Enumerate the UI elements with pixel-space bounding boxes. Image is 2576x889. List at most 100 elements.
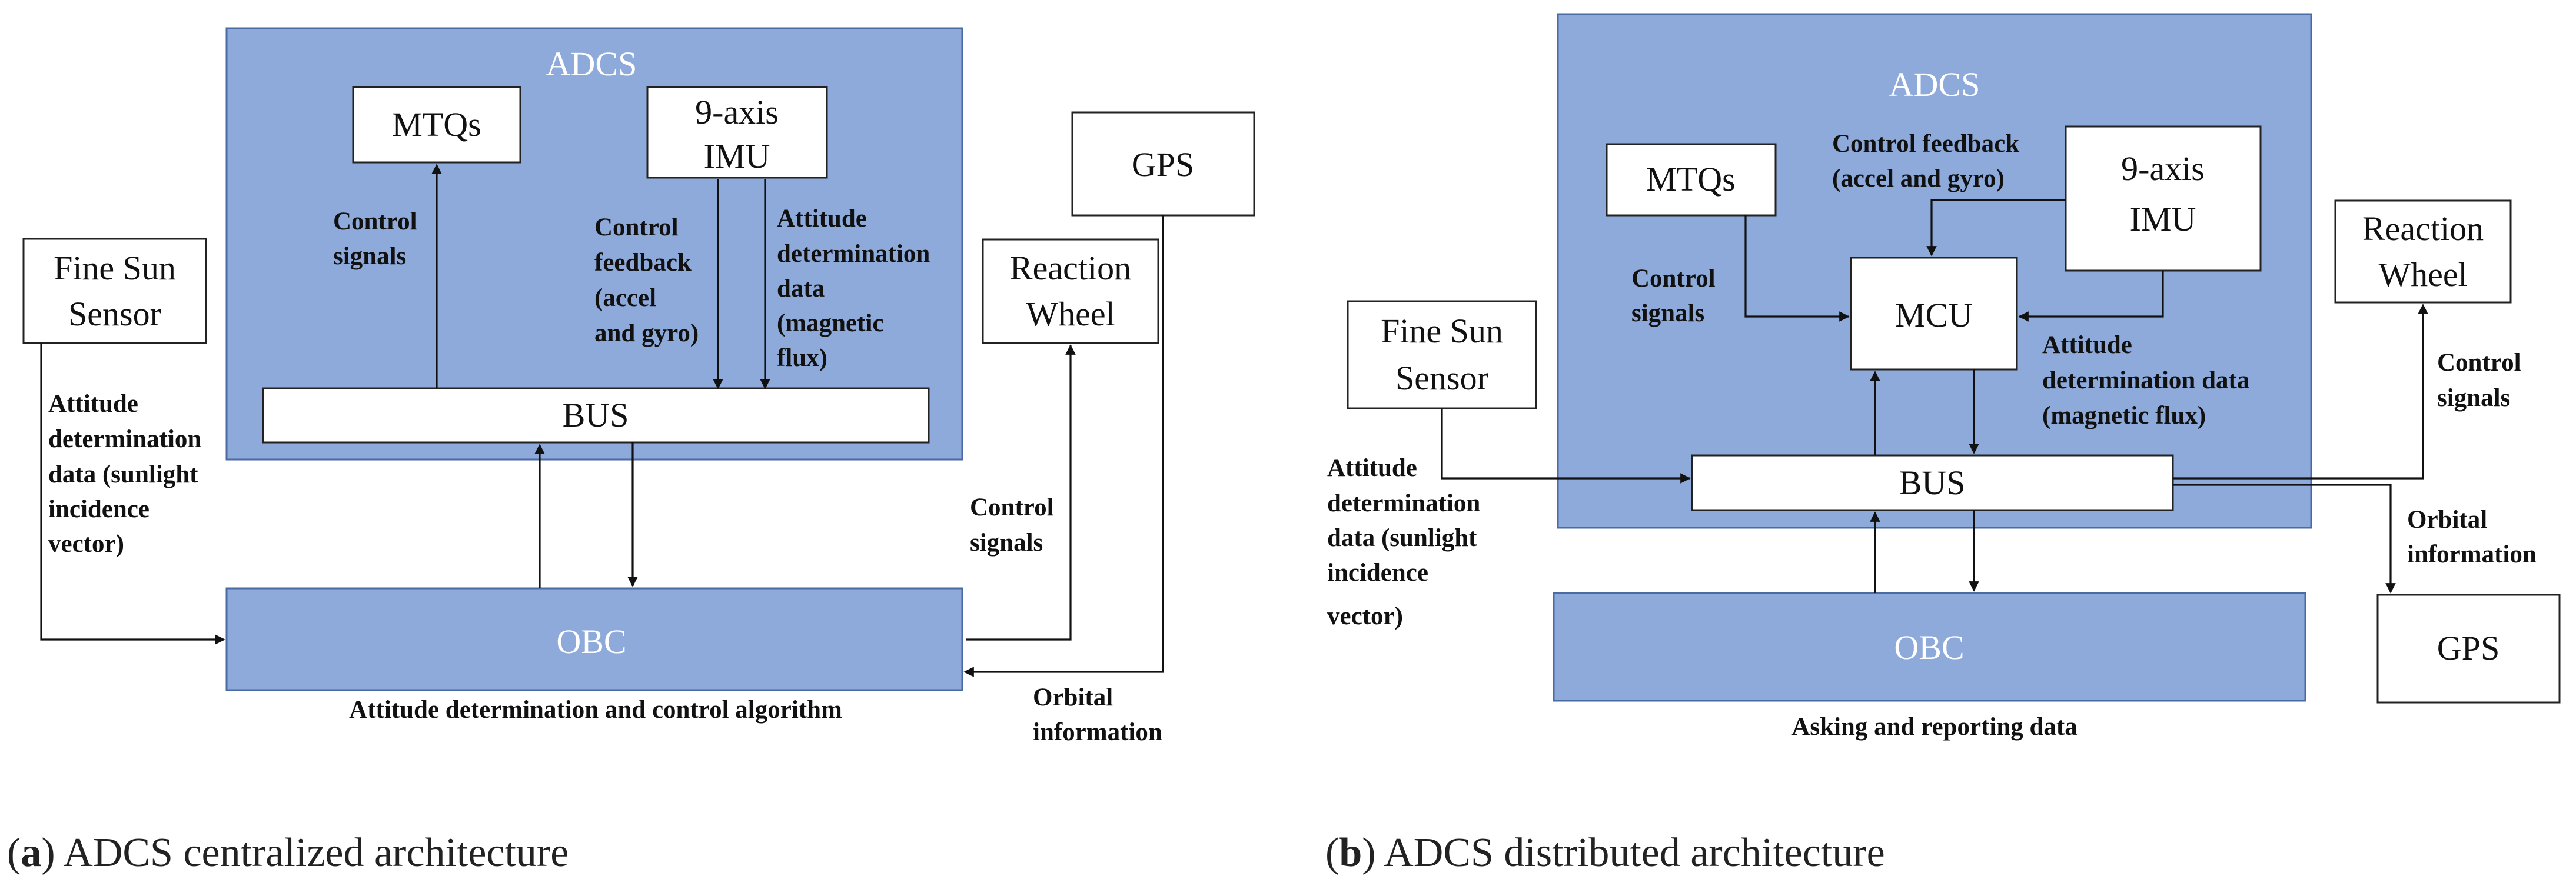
panel-b-sun-sensor-to-bus-arrow — [1441, 408, 1691, 484]
panel-b-mtqs-block — [1606, 143, 1777, 217]
svg-text:vector): vector) — [1327, 602, 1403, 630]
panel-b-bottom-label: Asking and reporting data — [1791, 713, 2077, 741]
svg-text:Attitude: Attitude — [2042, 331, 2132, 359]
panel-a-fine-sun-label-line-2: Sensor — [68, 295, 161, 333]
svg-text:vector): vector) — [48, 530, 124, 558]
svg-text:signals: signals — [333, 242, 406, 270]
panel-b-fine-sun-sensor-block — [1347, 300, 1537, 409]
svg-text:information: information — [2407, 541, 2537, 568]
panel-a-control-signals-mtq-note: Control signals — [333, 208, 417, 270]
panel-b-bus-to-gps-arrow — [2173, 484, 2396, 594]
panel-b-attitude-sun-note: Attitude determination data (sunlight in… — [1327, 454, 1480, 630]
panel-a-bus-block — [262, 387, 930, 444]
panel-b-bus-block — [1691, 454, 2174, 511]
svg-text:signals: signals — [2437, 384, 2510, 412]
panel-b-control-feedback-note: Control feedback (accel and gyro) — [1832, 130, 2019, 192]
panel-a-bottom-label: Attitude determination and control algor… — [349, 696, 842, 724]
svg-text:Attitude: Attitude — [1327, 454, 1417, 482]
svg-text:Orbital: Orbital — [1033, 684, 1113, 711]
panel-a-gps-to-obc-arrow — [963, 215, 1164, 677]
panel-b-bus-to-reaction-wheel-arrow — [2173, 304, 2428, 480]
svg-text:data (sunlight: data (sunlight — [48, 461, 198, 488]
panel-b-imu-magnetic-arrow — [2018, 271, 2164, 322]
panel-a-fine-sun-label-line-1: Fine Sun — [54, 249, 176, 287]
svg-text:data (sunlight: data (sunlight — [1327, 524, 1477, 552]
panel-b-imu-label-line-1: 9-axis — [2121, 149, 2205, 188]
svg-text:Control feedback: Control feedback — [1832, 130, 2019, 158]
panel-b-orbital-information-note: Orbital information — [2407, 506, 2537, 568]
svg-text:(accel and gyro): (accel and gyro) — [1832, 165, 2005, 192]
panel-b-attitude-imu-note: Attitude determination data (magnetic fl… — [2042, 331, 2249, 429]
panel-a-sun-sensor-to-obc-arrow — [40, 343, 225, 645]
panel-a-mtqs-block — [352, 86, 521, 164]
svg-text:Orbital: Orbital — [2407, 506, 2487, 534]
svg-text:(magnetic: (magnetic — [777, 309, 884, 337]
panel-a-control-feedback-note: Control feedback (accel and gyro) — [594, 214, 699, 347]
svg-text:flux): flux) — [777, 344, 827, 372]
panel-b-adcs-label: ADCS — [1889, 65, 1980, 104]
panel-a-attitude-sun-note: Attitude determination data (sunlight in… — [48, 390, 201, 558]
panel-b-control-signals-reaction-note: Control signals — [2437, 349, 2521, 412]
panel-b-mtqs-to-mcu-arrow — [1744, 215, 1850, 322]
panel-a-imu-label-line-1: 9-axis — [695, 93, 779, 131]
panel-a-obc-block — [225, 587, 963, 691]
panel-a-gps-label: GPS — [1132, 145, 1194, 184]
svg-text:(magnetic flux): (magnetic flux) — [2042, 402, 2206, 429]
svg-text:feedback: feedback — [594, 249, 692, 277]
panel-a-adcs-label: ADCS — [546, 45, 637, 83]
panel-a: ADCS MTQs 9-axis IMU BUS OBC Fine Sun Se… — [7, 27, 1255, 875]
svg-text:determination: determination — [48, 425, 201, 453]
panel-b-mcu-label: MCU — [1895, 296, 1973, 334]
panel-a-mtqs-label: MTQs — [392, 105, 481, 144]
panel-a-reaction-wheel-label-line-2: Wheel — [1026, 295, 1115, 333]
svg-text:Control: Control — [594, 214, 679, 241]
panel-a-imu-label-line-2: IMU — [704, 137, 770, 175]
svg-text:signals: signals — [970, 529, 1043, 557]
panel-a-obc-label: OBC — [556, 622, 626, 661]
svg-text:Attitude: Attitude — [777, 205, 867, 232]
panel-a-attitude-imu-note: Attitude determination data (magnetic fl… — [777, 205, 930, 372]
panel-b-gps-label: GPS — [2437, 629, 2499, 667]
svg-text:data: data — [777, 275, 825, 302]
svg-text:Control: Control — [333, 208, 417, 235]
svg-text:Attitude: Attitude — [48, 390, 138, 418]
panel-a-orbital-information-note: Orbital information — [1033, 684, 1162, 746]
panel-a-reaction-wheel-label-line-1: Reaction — [1010, 249, 1131, 287]
panel-b-reaction-wheel-label-line-1: Reaction — [2362, 209, 2484, 248]
svg-text:determination: determination — [1327, 490, 1480, 517]
panel-b-imu-feedback-arrow — [1926, 199, 2066, 257]
panel-a-control-signals-reaction-note: Control signals — [970, 494, 1054, 557]
svg-text:(accel: (accel — [594, 284, 656, 312]
svg-text:determination: determination — [777, 240, 930, 268]
panel-b-bus-label: BUS — [1899, 464, 1966, 502]
panel-a-fine-sun-sensor-block — [22, 238, 207, 344]
svg-text:Control: Control — [2437, 349, 2521, 377]
panel-a-obc-to-reaction-wheel-arrow — [966, 344, 1076, 641]
panel-b-caption: (b) ADCS distributed architecture — [1325, 830, 1885, 875]
panel-b-mcu-block — [1850, 257, 2018, 371]
svg-text:incidence: incidence — [1327, 559, 1428, 587]
panel-b-fine-sun-label-line-2: Sensor — [1395, 359, 1488, 397]
panel-a-reaction-wheel-block — [982, 238, 1159, 344]
panel-b-reaction-wheel-block — [2334, 199, 2512, 304]
panel-b-gps-block — [2376, 594, 2561, 704]
svg-text:signals: signals — [1631, 299, 1704, 327]
panel-b-imu-label-line-2: IMU — [2130, 200, 2196, 238]
panel-b-obc-label: OBC — [1894, 628, 1964, 667]
svg-text:and gyro): and gyro) — [594, 319, 699, 347]
panel-b: ADCS MTQs 9-axis IMU MCU BUS OBC Fine Su… — [1325, 13, 2561, 875]
svg-text:information: information — [1033, 718, 1162, 746]
panel-b-fine-sun-label-line-1: Fine Sun — [1381, 312, 1503, 350]
panel-a-imu-block — [646, 86, 828, 179]
panel-b-mtqs-label: MTQs — [1646, 160, 1735, 198]
panel-b-imu-block — [2065, 125, 2262, 272]
svg-text:incidence: incidence — [48, 495, 149, 523]
svg-text:Control: Control — [1631, 265, 1716, 292]
panel-b-reaction-wheel-label-line-2: Wheel — [2378, 255, 2467, 294]
panel-a-gps-block — [1071, 111, 1255, 217]
svg-text:determination data: determination data — [2042, 367, 2249, 394]
panel-b-control-signals-mtq-note: Control signals — [1631, 265, 1716, 327]
panel-a-bus-label: BUS — [563, 396, 629, 434]
panel-a-caption: (a) ADCS centralized architecture — [7, 830, 569, 875]
